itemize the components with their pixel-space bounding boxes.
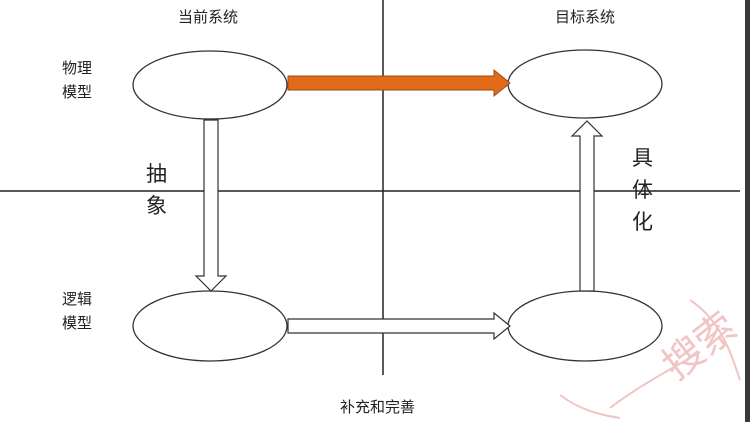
concretize-label-char3: 化	[632, 210, 653, 234]
right-edge-bar	[745, 0, 750, 422]
current-logical-model-ellipse	[132, 290, 288, 362]
logical-model-label-line1: 逻辑	[62, 290, 93, 308]
highlight-arrow	[287, 68, 511, 98]
logical-model-label: 逻辑 模型	[62, 287, 92, 335]
abstract-label-char2: 象	[146, 194, 167, 218]
physical-model-label-line1: 物理	[62, 59, 93, 77]
supplement-arrow	[287, 311, 511, 341]
target-logical-model-ellipse	[507, 290, 663, 362]
target-system-label: 目标系统	[555, 8, 616, 26]
watermark-decoration	[559, 299, 741, 419]
supplement-improve-label: 补充和完善	[340, 398, 416, 416]
physical-model-label: 物理 模型	[62, 56, 92, 104]
logical-model-label-line2: 模型	[62, 314, 93, 332]
physical-model-label-line2: 模型	[62, 83, 93, 101]
abstract-arrow	[194, 119, 228, 292]
current-system-label: 当前系统	[178, 8, 239, 26]
concretize-arrow	[570, 120, 604, 292]
current-physical-model-ellipse	[132, 50, 288, 120]
abstract-label-char1: 抽	[146, 162, 167, 186]
abstract-label: 抽 象	[146, 158, 167, 222]
concretize-label: 具 体 化	[632, 142, 653, 238]
concretize-label-char2: 体	[632, 178, 653, 202]
concretize-label-char1: 具	[632, 146, 653, 170]
target-physical-model-ellipse	[507, 49, 663, 119]
